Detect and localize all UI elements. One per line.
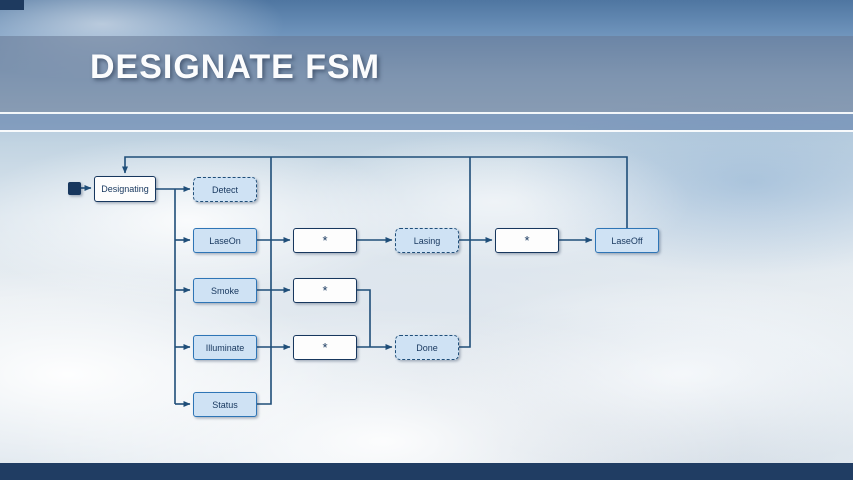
state-star-smoke: * bbox=[293, 278, 357, 303]
state-lasing: Lasing bbox=[395, 228, 459, 253]
state-smoke: Smoke bbox=[193, 278, 257, 303]
state-status: Status bbox=[193, 392, 257, 417]
state-laseoff: LaseOff bbox=[595, 228, 659, 253]
title-sub-band bbox=[0, 114, 853, 130]
top-accent-bar bbox=[0, 0, 24, 10]
band-divider-top bbox=[0, 112, 853, 114]
edge-done-return bbox=[459, 157, 471, 348]
state-star-laseon: * bbox=[293, 228, 357, 253]
state-detect: Detect bbox=[193, 177, 257, 202]
state-laseon: LaseOn bbox=[193, 228, 257, 253]
edge-status-return bbox=[257, 157, 272, 405]
slide-title: DESIGNATE FSM bbox=[90, 48, 381, 86]
edge-return-designating bbox=[122, 156, 470, 174]
band-divider-bottom bbox=[0, 130, 853, 132]
state-star-lasing: * bbox=[495, 228, 559, 253]
initial-state-marker bbox=[68, 182, 81, 195]
state-star-illuminate: * bbox=[293, 335, 357, 360]
state-illuminate: Illuminate bbox=[193, 335, 257, 360]
state-designating: Designating bbox=[94, 176, 156, 202]
state-done: Done bbox=[395, 335, 459, 360]
edge-star3-merge-done bbox=[357, 289, 371, 347]
edge-laseoff-return bbox=[470, 156, 628, 228]
bottom-bar bbox=[0, 463, 853, 480]
title-band bbox=[0, 36, 853, 112]
